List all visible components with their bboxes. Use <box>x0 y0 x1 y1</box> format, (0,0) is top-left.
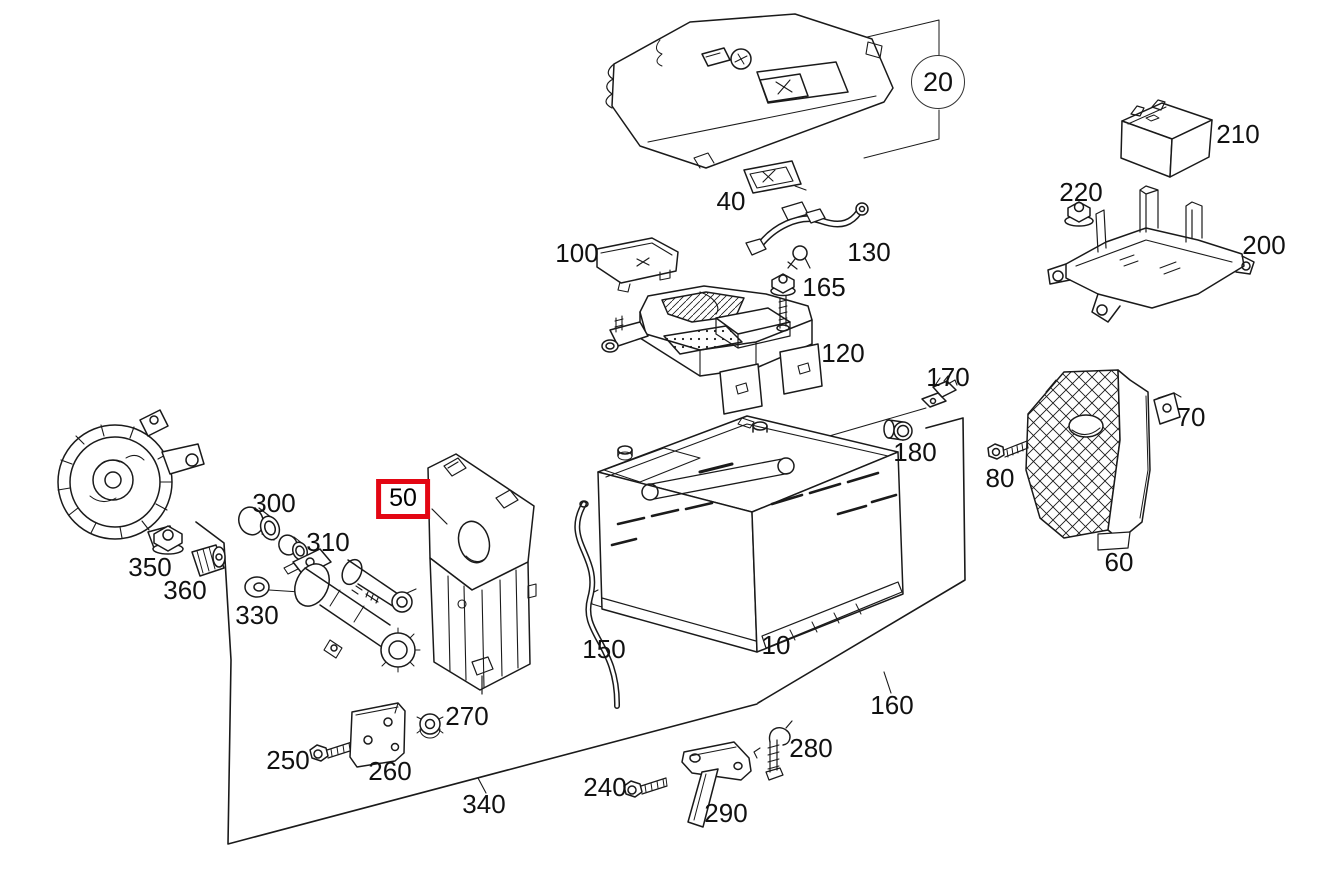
callout-120-fuse-carrier[interactable]: 120 <box>821 338 865 368</box>
support-bracket-art <box>681 741 752 828</box>
screw-80-art <box>987 440 1029 460</box>
callout-290-support-bracket[interactable]: 290 <box>704 798 748 828</box>
screw-250-art <box>309 741 354 762</box>
hook-bolt-art <box>753 720 793 781</box>
callout-20-battery-cover[interactable]: 20 <box>911 55 965 109</box>
callout-210-aux-battery[interactable]: 210 <box>1216 119 1260 149</box>
screw-240-art <box>623 777 668 798</box>
cover-clip-art <box>743 160 807 194</box>
starter-motor-art <box>283 548 421 673</box>
nut-270-art <box>416 713 444 739</box>
alternator-art <box>57 409 205 549</box>
group-boundary-340 <box>195 521 758 845</box>
callout-280-hook-bolt[interactable]: 280 <box>789 733 833 763</box>
callout-150-vent-hose[interactable]: 150 <box>582 634 626 664</box>
callout-250-screw[interactable]: 250 <box>266 745 310 775</box>
knurled-bushing-art <box>191 544 226 577</box>
clip-nut-art <box>1153 392 1182 425</box>
flange-nut-220-art <box>1064 201 1094 227</box>
callout-130-terminal-cable[interactable]: 130 <box>847 237 891 267</box>
callout-80-screw[interactable]: 80 <box>985 463 1015 493</box>
callout-330-grommet[interactable]: 330 <box>235 600 279 630</box>
battery-cover-art <box>605 13 894 169</box>
bracket-260-art <box>349 702 406 768</box>
terminal-cover-art <box>596 237 679 293</box>
callout-170-cable-clamp[interactable]: 170 <box>926 362 970 392</box>
flange-nut-165-art <box>770 273 796 297</box>
callout-240-screw[interactable]: 240 <box>583 772 627 802</box>
callout-220-flange-nut[interactable]: 220 <box>1059 177 1103 207</box>
callout-360-knurled-bushing[interactable]: 360 <box>163 575 207 605</box>
callout-100-terminal-cover[interactable]: 100 <box>555 238 599 268</box>
callout-180-sleeve[interactable]: 180 <box>893 437 937 467</box>
lattice-side-panel-art <box>1025 369 1151 551</box>
aux-battery-art <box>1120 99 1213 178</box>
callout-270-nut[interactable]: 270 <box>445 701 489 731</box>
callout-60-lattice-side-panel[interactable]: 60 <box>1104 547 1134 577</box>
terminal-cable-art <box>745 201 869 270</box>
aux-battery-tray-art <box>1047 185 1255 323</box>
callout-70-clip-nut[interactable]: 70 <box>1176 402 1206 432</box>
group-boundary-160 <box>757 417 966 704</box>
callout-300-bushing[interactable]: 300 <box>252 488 296 518</box>
callout-200-aux-battery-tray[interactable]: 200 <box>1242 230 1286 260</box>
fuse-carrier-art <box>601 285 823 415</box>
bushing-310-art <box>278 534 309 561</box>
nut-350-art <box>152 525 184 555</box>
callout-20-bracket-lines <box>845 19 940 159</box>
main-battery-art <box>589 415 904 653</box>
callout-40-cover-clip[interactable]: 40 <box>716 186 746 216</box>
callout-165-flange-nut[interactable]: 165 <box>802 272 846 302</box>
callout-340-group-boundary[interactable]: 340 <box>462 789 506 819</box>
sleeve-art <box>883 419 913 441</box>
vent-hose-art <box>574 500 621 709</box>
callout-310-bushing[interactable]: 310 <box>306 527 350 557</box>
cable-clamp-art <box>921 375 958 408</box>
callout-260-bracket[interactable]: 260 <box>368 756 412 786</box>
bushing-300-art <box>237 506 281 541</box>
callout-160-group-boundary[interactable]: 160 <box>870 690 914 720</box>
callout-10-main-battery[interactable]: 10 <box>761 630 791 660</box>
callout-350-nut[interactable]: 350 <box>128 552 172 582</box>
partition-panel-art <box>427 453 537 695</box>
callout-50-partition-panel[interactable]: 50 <box>376 479 430 519</box>
